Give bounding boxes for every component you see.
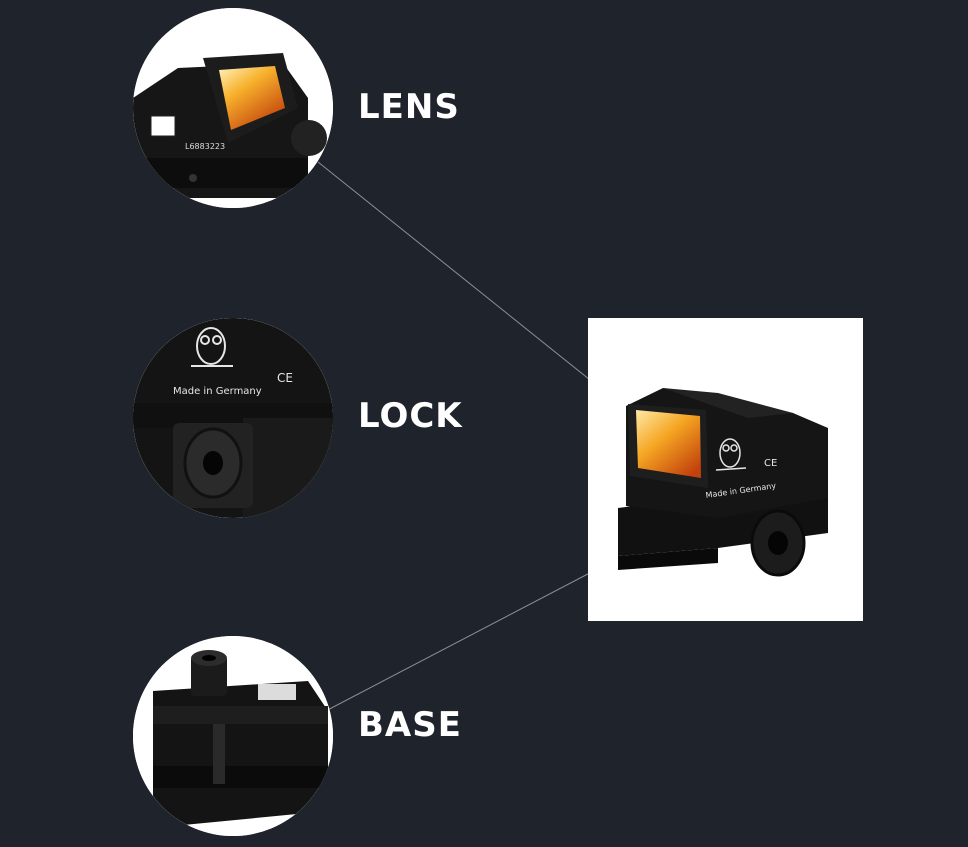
lock-label: LOCK xyxy=(358,396,463,436)
lens-detail-image: L6883223 xyxy=(133,8,333,208)
product-image-panel: CE Made in Germany xyxy=(588,318,863,621)
lock-knob xyxy=(173,423,253,508)
lens-glass xyxy=(219,66,285,130)
lock-detail-image: Made in Germany CE xyxy=(133,318,333,518)
base-connector xyxy=(317,552,629,716)
product-lens-glass xyxy=(636,410,701,478)
base-label: BASE xyxy=(358,705,462,745)
base-knob xyxy=(191,650,227,696)
product-knob xyxy=(750,509,806,577)
lens-detail-circle: L6883223 xyxy=(133,8,333,208)
base-mount xyxy=(153,681,328,826)
lens-serial: L6883223 xyxy=(185,142,225,151)
product-owl-logo-icon xyxy=(715,438,747,471)
red-dot-sight-image: CE Made in Germany xyxy=(588,318,863,621)
lock-engraving: Made in Germany xyxy=(173,386,262,397)
base-detail-image xyxy=(133,636,333,836)
product-ce-mark: CE xyxy=(764,458,777,469)
base-detail-circle xyxy=(133,636,333,836)
lock-detail-circle: Made in Germany CE xyxy=(133,318,333,518)
lens-label: LENS xyxy=(358,87,460,127)
lock-ce-mark: CE xyxy=(277,371,293,385)
owl-logo-icon xyxy=(191,327,233,367)
